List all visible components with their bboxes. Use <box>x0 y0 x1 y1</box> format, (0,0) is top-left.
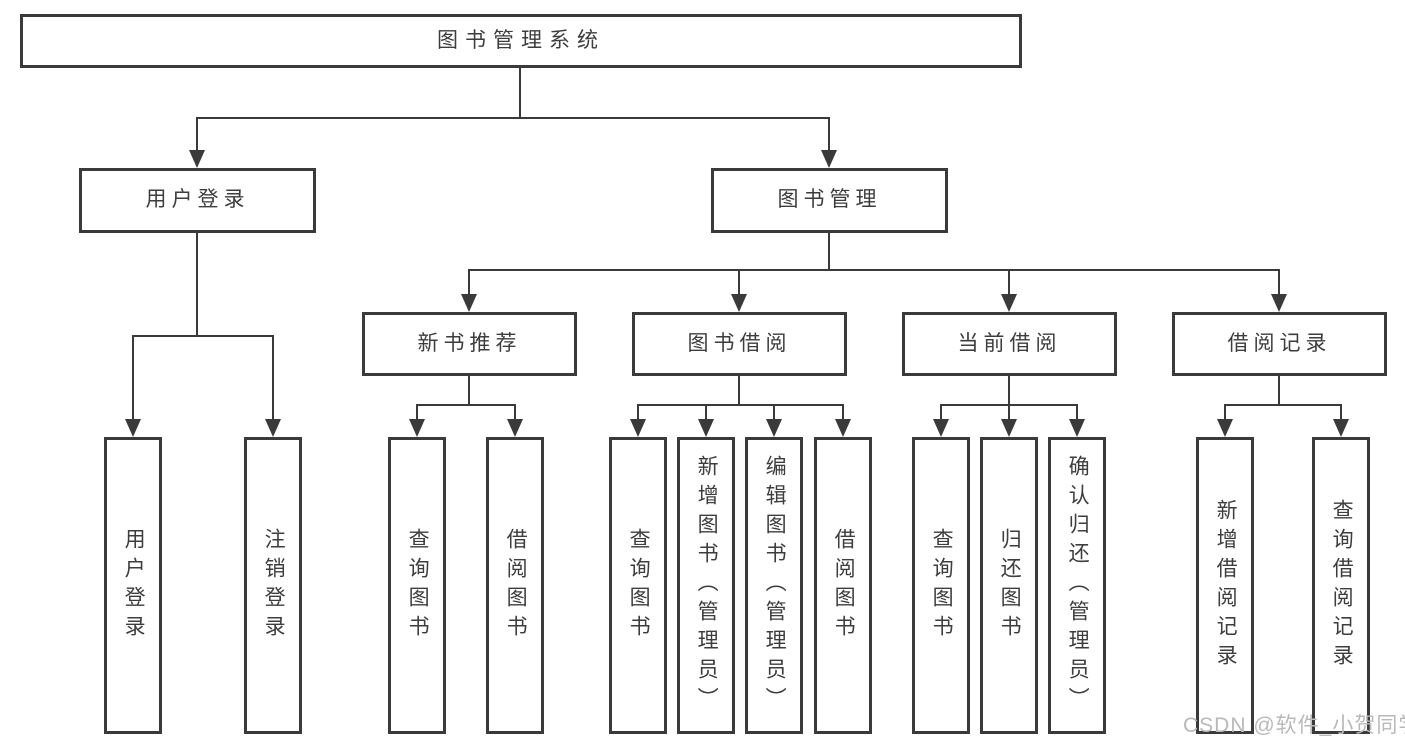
node-leaf-query-books: 查询图书 <box>388 437 446 734</box>
node-leaf-borrow-books-label: 借阅图书 <box>832 527 856 644</box>
node-leaf-confirm-return-admin: 确认归还（管理员） <box>1048 437 1106 734</box>
connector-line <box>738 269 740 296</box>
node-new-book-recommend: 新书推荐 <box>362 312 577 376</box>
node-current-borrowing-label: 当前借阅 <box>957 331 1062 355</box>
node-leaf-return-books-label: 归还图书 <box>998 527 1022 644</box>
node-leaf-logout-label: 注销登录 <box>262 527 286 644</box>
arrow-down-icon <box>698 419 714 437</box>
connector-line <box>468 269 1280 271</box>
node-leaf-user-login: 用户登录 <box>104 437 162 734</box>
node-library-system-label: 图书管理系统 <box>437 28 605 52</box>
node-leaf-borrow-books: 借阅图书 <box>486 437 544 734</box>
arrow-down-icon <box>1271 294 1287 312</box>
node-borrowing-records: 借阅记录 <box>1172 312 1387 376</box>
connector-line <box>738 376 740 406</box>
arrow-down-icon <box>189 150 205 168</box>
node-current-borrowing: 当前借阅 <box>902 312 1117 376</box>
node-borrowing-records-label: 借阅记录 <box>1227 331 1332 355</box>
arrow-down-icon <box>731 294 747 312</box>
arrow-down-icon <box>1069 419 1085 437</box>
connector-line <box>1008 269 1010 296</box>
node-user-login-label: 用户登录 <box>145 188 250 212</box>
node-leaf-query-books: 查询图书 <box>609 437 667 734</box>
connector-line <box>828 117 830 152</box>
node-book-borrowing-label: 图书借阅 <box>687 331 792 355</box>
arrow-down-icon <box>461 294 477 312</box>
node-user-login: 用户登录 <box>79 168 316 233</box>
connector-line <box>1278 376 1280 406</box>
node-leaf-logout: 注销登录 <box>244 437 302 734</box>
node-book-borrowing: 图书借阅 <box>632 312 847 376</box>
connector-line <box>519 68 521 119</box>
node-leaf-edit-books-admin-label: 编辑图书（管理员） <box>763 455 787 716</box>
arrow-down-icon <box>125 419 141 437</box>
arrow-down-icon <box>507 419 523 437</box>
connector-line <box>1008 404 1010 421</box>
connector-line <box>828 233 830 271</box>
connector-line <box>468 376 470 406</box>
connector-line <box>416 404 418 421</box>
connector-line <box>196 117 830 119</box>
arrow-down-icon <box>630 419 646 437</box>
connector-line <box>196 233 198 337</box>
watermark-text: CSDN @软件_小贺同学 <box>1183 714 1405 737</box>
node-leaf-add-borrow-record: 新增借阅记录 <box>1196 437 1254 734</box>
node-leaf-return-books: 归还图书 <box>980 437 1038 734</box>
arrow-down-icon <box>409 419 425 437</box>
node-new-book-recommend-label: 新书推荐 <box>417 331 522 355</box>
connector-line <box>416 404 516 406</box>
connector-line <box>842 404 844 421</box>
connector-line <box>132 335 134 421</box>
node-leaf-borrow-books-label: 借阅图书 <box>504 527 528 644</box>
node-leaf-query-books-label: 查询图书 <box>627 527 651 644</box>
connector-line <box>1278 269 1280 296</box>
connector-line <box>272 335 274 421</box>
connector-line <box>1076 404 1078 421</box>
connector-line <box>637 404 639 421</box>
node-leaf-query-books: 查询图书 <box>912 437 970 734</box>
node-leaf-query-books-label: 查询图书 <box>930 527 954 644</box>
connector-line <box>705 404 707 421</box>
arrow-down-icon <box>1001 294 1017 312</box>
arrow-down-icon <box>766 419 782 437</box>
connector-line <box>514 404 516 421</box>
connector-line <box>1340 404 1342 421</box>
connector-line <box>1008 376 1010 406</box>
node-leaf-user-login-label: 用户登录 <box>122 527 146 644</box>
node-book-management-label: 图书管理 <box>777 188 882 212</box>
node-leaf-query-books-label: 查询图书 <box>406 527 430 644</box>
node-leaf-add-books-admin: 新增图书（管理员） <box>677 437 735 734</box>
node-leaf-borrow-books: 借阅图书 <box>814 437 872 734</box>
connector-line <box>773 404 775 421</box>
node-leaf-query-borrow-record-label: 查询借阅记录 <box>1330 498 1354 673</box>
connector-line <box>1224 404 1226 421</box>
connector-line <box>1224 404 1342 406</box>
connector-line <box>940 404 942 421</box>
connector-line <box>132 335 274 337</box>
node-library-system: 图书管理系统 <box>20 14 1022 68</box>
node-book-management: 图书管理 <box>711 168 948 233</box>
node-leaf-edit-books-admin: 编辑图书（管理员） <box>745 437 803 734</box>
node-leaf-confirm-return-admin-label: 确认归还（管理员） <box>1066 455 1090 716</box>
connector-line <box>196 117 198 152</box>
arrow-down-icon <box>265 419 281 437</box>
connector-line <box>468 269 470 296</box>
arrow-down-icon <box>835 419 851 437</box>
arrow-down-icon <box>821 150 837 168</box>
connector-line <box>637 404 844 406</box>
arrow-down-icon <box>1217 419 1233 437</box>
node-leaf-query-borrow-record: 查询借阅记录 <box>1312 437 1370 734</box>
node-leaf-add-borrow-record-label: 新增借阅记录 <box>1214 498 1238 673</box>
arrow-down-icon <box>1001 419 1017 437</box>
arrow-down-icon <box>1333 419 1349 437</box>
arrow-down-icon <box>933 419 949 437</box>
node-leaf-add-books-admin-label: 新增图书（管理员） <box>695 455 719 716</box>
